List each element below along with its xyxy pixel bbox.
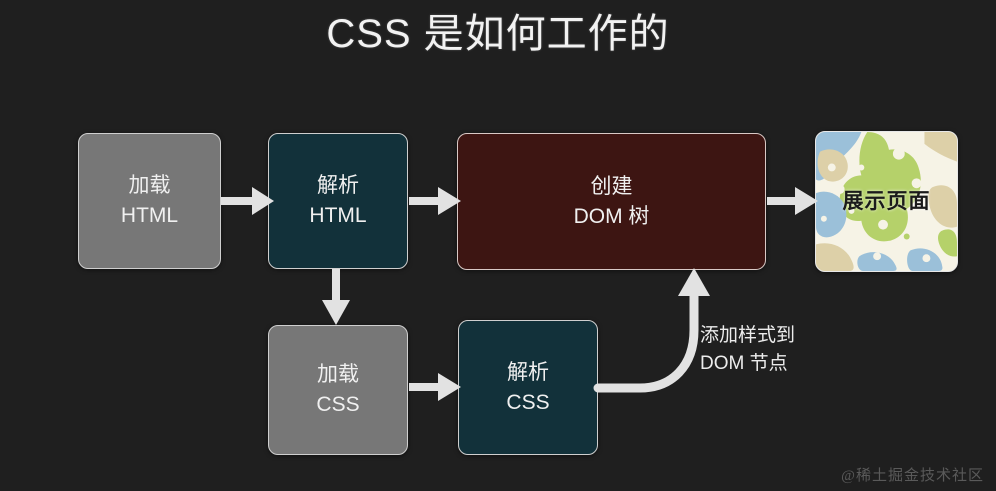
decorative-pattern-icon: [816, 132, 957, 271]
node-load-css[interactable]: 加载 CSS: [268, 325, 408, 455]
node-parse-css-line1: 解析: [507, 360, 549, 384]
arrow-parse-css-to-create-dom-curved: [593, 268, 710, 393]
edge-label-line1: 添加样式到: [700, 325, 796, 346]
node-load-css-line2: CSS: [316, 393, 360, 416]
node-load-html-line1: 加载: [128, 174, 171, 197]
edge-label-line2: DOM 节点: [700, 353, 788, 374]
node-parse-css[interactable]: 解析 CSS: [458, 320, 598, 455]
watermark: @稀土掘金技术社区: [841, 468, 984, 484]
node-create-dom-line1: 创建: [590, 174, 633, 198]
node-parse-html[interactable]: 解析 HTML: [268, 133, 408, 269]
arrow-load-css-to-parse-css: [409, 373, 461, 401]
node-parse-css-line2: CSS: [506, 390, 550, 414]
node-parse-html-line2: HTML: [309, 204, 367, 227]
page-title: CSS 是如何工作的: [326, 12, 670, 56]
arrow-create-dom-to-render: [767, 187, 818, 215]
edge-label-add-style-to-dom: 添加样式到 DOM 节点: [700, 322, 900, 378]
arrow-load-html-to-parse-html: [221, 187, 274, 215]
node-parse-html-line1: 解析: [317, 174, 359, 197]
arrow-parse-html-to-create-dom: [409, 187, 461, 215]
node-load-css-line1: 加载: [317, 363, 359, 386]
node-create-dom-line2: DOM 树: [573, 204, 650, 228]
arrow-parse-html-to-load-css: [322, 269, 350, 325]
node-render-page-label: 展示页面: [842, 189, 931, 213]
node-load-html-line2: HTML: [120, 204, 179, 227]
node-render-page[interactable]: 展示页面: [815, 131, 958, 272]
node-load-html[interactable]: 加载 HTML: [78, 133, 221, 269]
node-create-dom-tree[interactable]: 创建 DOM 树: [457, 133, 766, 270]
